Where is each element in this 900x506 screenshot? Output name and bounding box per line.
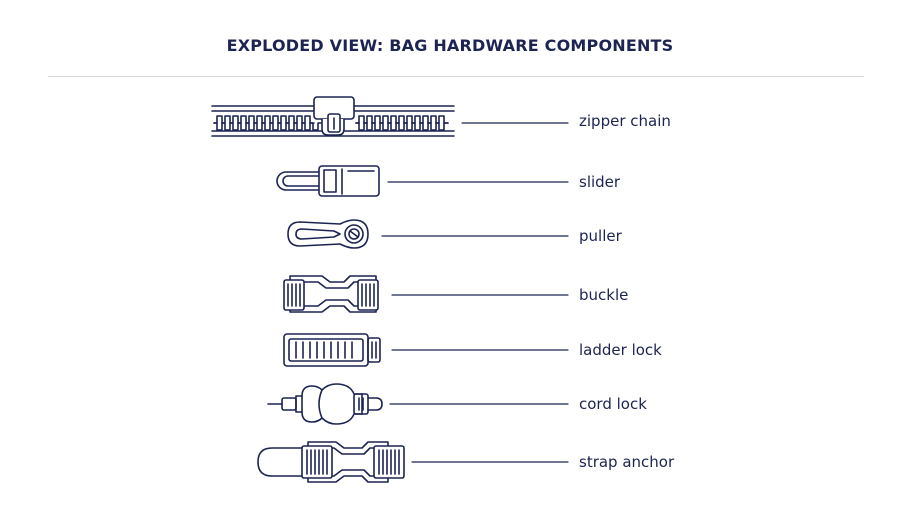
ladder-lock-icon [283,333,381,367]
label-buckle: buckle [579,286,629,304]
zipper-chain-icon [211,96,455,137]
diagram-title: EXPLODED VIEW: BAG HARDWARE COMPONENTS [226,36,674,55]
puller-icon [287,219,369,249]
strap-anchor-icon [257,441,405,483]
slider-icon [276,165,380,197]
label-puller: puller [579,227,622,245]
label-ladder-lock: ladder lock [579,341,662,359]
label-strap-anchor: strap anchor [579,453,675,471]
title-divider [48,76,864,77]
label-slider: slider [579,173,621,191]
label-zipper-chain: zipper chain [579,112,671,130]
label-cord-lock: cord lock [579,395,647,413]
buckle-icon [283,275,379,313]
cord-lock-icon [267,383,383,425]
